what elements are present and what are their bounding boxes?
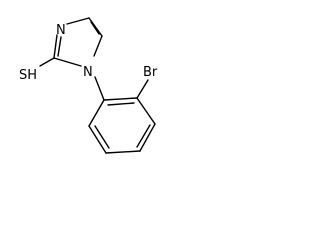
atom-label-n1: N [83, 65, 93, 80]
imidazole-ring [53, 17, 103, 67]
bond-ar4 [105, 150, 141, 154]
bond-ar1-inner [107, 102, 135, 106]
bond-c2-s [39, 57, 55, 67]
atom-label-n3: N [56, 23, 66, 38]
bond-c4-c5-double [90, 21, 100, 35]
bond-c4-c5 [88, 17, 103, 37]
bond-ar3-inner [136, 124, 151, 148]
benzene-ring [88, 97, 156, 154]
bond-c2-n3 [53, 34, 58, 59]
bond-n1-phenyl [94, 76, 105, 101]
bond-ar5 [88, 125, 107, 154]
bond-c2-n3-double [57, 36, 62, 57]
bond-ar6 [88, 99, 105, 127]
chemical-structure: Br N N SH [19, 17, 158, 154]
bond-n3-c4 [66, 17, 90, 25]
bond-ar5-inner [94, 125, 110, 149]
atom-label-sh: SH [19, 68, 37, 83]
bond-ar3 [139, 123, 156, 152]
bond-ar2 [136, 97, 156, 125]
bond-c-br [136, 79, 149, 99]
bond-n1-c2 [53, 57, 82, 67]
bond-ar1 [103, 97, 138, 101]
bond-c5-n1 [93, 35, 103, 57]
atom-label-br: Br [143, 65, 158, 80]
